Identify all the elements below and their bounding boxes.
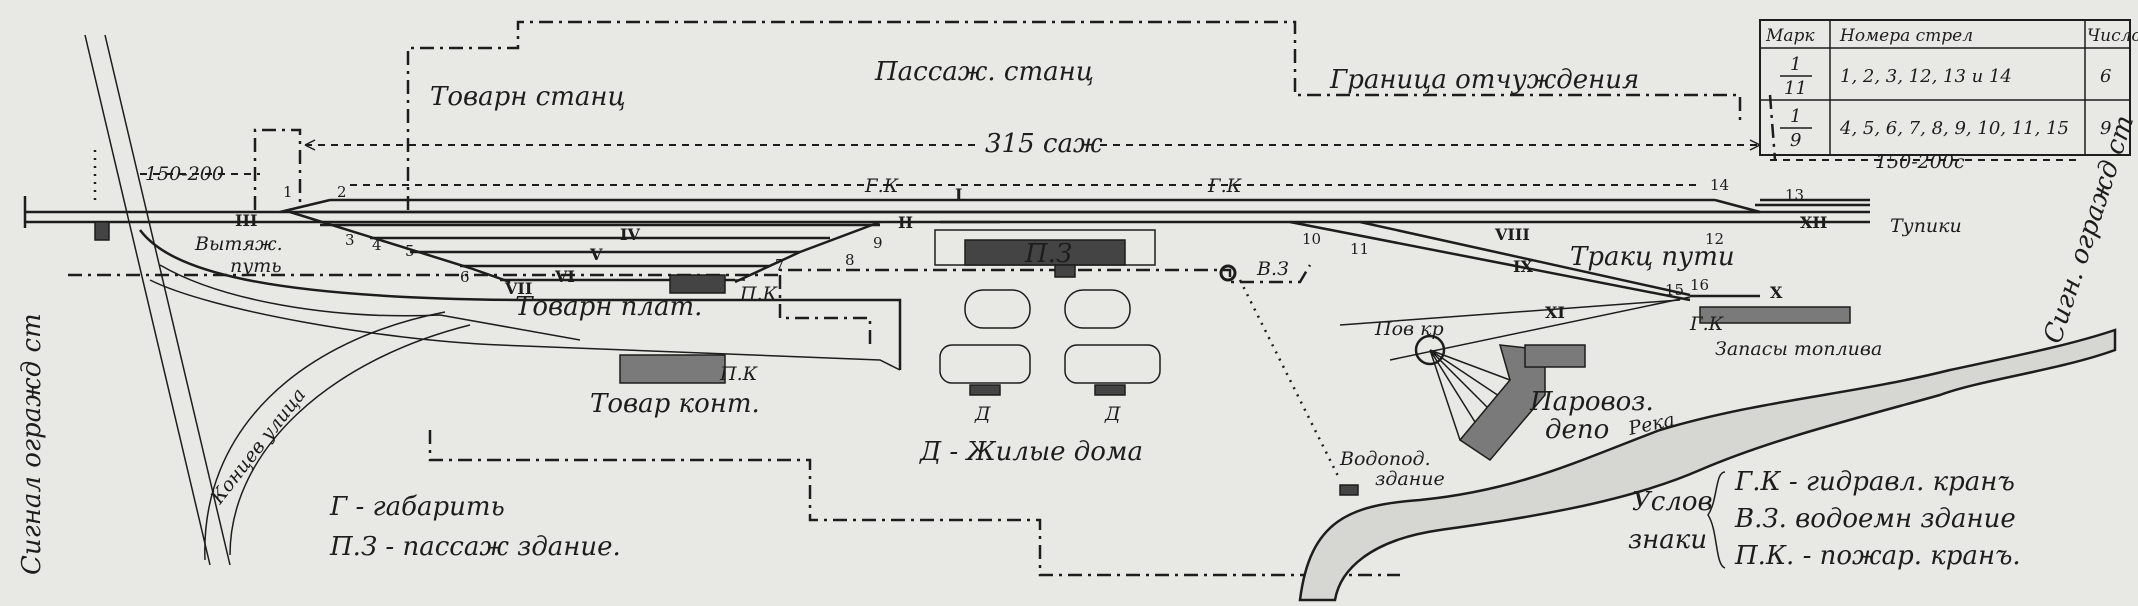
track-number: VI xyxy=(554,267,575,286)
dead-ends-label: Тупики xyxy=(1890,215,1962,237)
end-street-label: Концев улица xyxy=(206,384,310,509)
signal-fence-right-label: Сигн. огражд ст xyxy=(2038,112,2138,348)
hydrant-label-1: Г.К xyxy=(864,175,900,197)
street-lines xyxy=(84,34,1342,566)
switch-number: 6 xyxy=(460,268,470,286)
switch-number: 15 xyxy=(1665,281,1684,299)
residential-label: Д - Жилые дома xyxy=(919,437,1143,467)
offset-right-label: 150-200с xyxy=(1875,151,1965,173)
table-header-count: Число xyxy=(2087,26,2138,46)
table-row2-mark-num: 1 xyxy=(1790,106,1801,127)
turntable-label: Пов кр xyxy=(1374,318,1444,340)
table-row2-numbers: 4, 5, 6, 7, 8, 9, 10, 11, 15 xyxy=(1839,118,2069,139)
switch-number: 12 xyxy=(1705,230,1724,248)
legend-gauge: Г - габарить xyxy=(329,492,505,522)
switch-number: 3 xyxy=(345,231,355,249)
table-row1-mark-den: 11 xyxy=(1784,78,1807,99)
allotment-boundary-label: Граница отчуждения xyxy=(1329,65,1639,95)
track-number: XI xyxy=(1545,303,1565,322)
switch-number: 8 xyxy=(845,251,855,269)
passenger-building xyxy=(964,239,1126,266)
river xyxy=(1298,328,2117,602)
switch-number: 13 xyxy=(1785,186,1804,204)
passenger-building-label: П.З xyxy=(1024,239,1072,269)
traction-tracks-label: Тракц пути xyxy=(1570,242,1735,272)
water-pump-label-2: здание xyxy=(1375,468,1445,490)
main-tracks xyxy=(23,184,1870,228)
switch-number: 11 xyxy=(1350,240,1369,258)
house-mark-1: Д xyxy=(974,403,991,425)
legend: Г - габарить П.З - пассаж здание. Услов … xyxy=(329,467,2021,571)
table-header-mark: Марк xyxy=(1765,26,1815,46)
switch-number: 9 xyxy=(873,234,883,252)
switch-number: 14 xyxy=(1710,176,1729,194)
depot-label-1: Паровоз. xyxy=(1529,387,1654,417)
track-number: II xyxy=(898,213,913,232)
switch-number: 7 xyxy=(775,256,785,274)
offset-left-label: 150-200 xyxy=(145,163,224,185)
track-number: III xyxy=(235,211,257,230)
symbol-fire-crane: П.К. - пожар. кранъ. xyxy=(1734,541,2021,571)
switch-number: 16 xyxy=(1690,276,1709,294)
hydrant-label-3: Г.К xyxy=(1689,313,1725,335)
table-row1-mark-num: 1 xyxy=(1790,54,1801,75)
track-number: I xyxy=(955,185,962,204)
residential-houses: Д Д xyxy=(939,289,1161,425)
pull-out-track-label-1: Вытяж. xyxy=(194,233,283,255)
fire-crane-label-2: П.К xyxy=(719,363,759,385)
pull-out-track-label-2: путь xyxy=(230,255,282,277)
fuel-stores-label: Запасы топлива xyxy=(1715,338,1882,360)
house-mark-2: Д xyxy=(1104,403,1121,425)
legend-passenger-building: П.З - пассаж здание. xyxy=(329,532,621,562)
track-number: IV xyxy=(620,225,640,244)
water-building-label: В.З xyxy=(1256,258,1289,280)
switch-number: 5 xyxy=(405,242,415,260)
switch-number: 1 xyxy=(283,183,293,201)
table-row1-numbers: 1, 2, 3, 12, 13 и 14 xyxy=(1840,66,2012,87)
track-number: V xyxy=(589,245,603,264)
fuel-stores-block xyxy=(1699,306,1851,324)
switch-number: 2 xyxy=(337,183,347,201)
table-row2-count: 9 xyxy=(2100,118,2111,139)
goods-office-label: Товар конт. xyxy=(590,389,760,419)
table-row2-mark-den: 9 xyxy=(1790,130,1801,151)
table-row1-count: 6 xyxy=(2100,66,2111,87)
symbol-water-building: В.З. водоемн здание xyxy=(1734,504,2016,534)
table-header-numbers: Номера стрел xyxy=(1839,26,1973,46)
allotment-boundary-line xyxy=(68,20,1777,577)
track-numbers: I II III IV V VI VII VIII IX X XI XII xyxy=(235,185,1827,322)
dimension-lines xyxy=(140,139,2080,175)
goods-platform-block xyxy=(669,274,726,294)
switch-number: 10 xyxy=(1302,230,1321,248)
symbol-hydrant: Г.К - гидравл. кранъ xyxy=(1734,467,2015,497)
goods-platform-label: Товарн плат. xyxy=(515,292,702,322)
symbols-title-2: знаки xyxy=(1628,525,1707,555)
goods-station-label: Товарн станц xyxy=(430,82,626,112)
station-buildings xyxy=(94,221,1851,496)
switch-numbers: 1 2 3 4 5 6 7 8 9 10 11 12 13 14 15 16 xyxy=(283,176,1804,299)
turntable-circle xyxy=(1414,334,1446,366)
symbols-title-1: Услов xyxy=(1632,487,1713,517)
signal-fence-left-label: Сигнал огражд ст xyxy=(17,313,47,575)
track-number: VIII xyxy=(1494,225,1530,244)
water-pump-label-1: Водопод. xyxy=(1339,448,1431,470)
track-number: IX xyxy=(1513,257,1533,276)
fire-crane-label-1: П.К xyxy=(739,283,779,305)
track-number: XII xyxy=(1800,213,1827,232)
traction-tracks xyxy=(1289,220,1760,361)
depot-label-2: депо xyxy=(1545,415,1609,445)
hydrant-label-2: Г.К xyxy=(1207,175,1243,197)
passenger-station-label: Пассаж. станц xyxy=(874,57,1094,87)
switch-number: 4 xyxy=(372,236,382,254)
locomotive-depot xyxy=(1219,264,1586,461)
main-length-label: 315 саж xyxy=(985,129,1103,159)
water-building-marker xyxy=(1219,264,1237,282)
track-number: X xyxy=(1770,283,1783,302)
switch-table: Марк Номера стрел Число 1 11 1, 2, 3, 12… xyxy=(1759,19,2138,156)
goods-office-building xyxy=(619,354,726,384)
track-number: VII xyxy=(504,279,532,298)
